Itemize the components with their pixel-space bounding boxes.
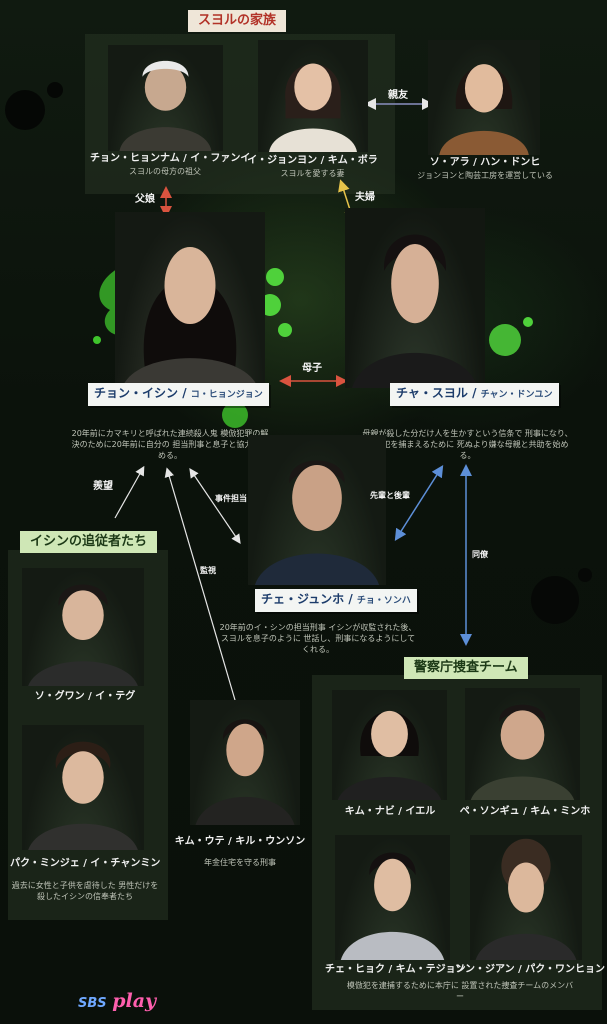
colleague-label: 同僚 (472, 550, 488, 559)
wife-name: イ・ジョンヨン / キム・ボラ (247, 155, 378, 166)
ishin-role-name: チョン・イシン (94, 386, 179, 400)
logo-sbs: SBS (78, 996, 107, 1011)
suyeol-role-name: チャ・スヨル (396, 386, 468, 400)
envy-label: 羨望 (93, 481, 113, 492)
ishin-nameplate: チョン・イシン / コ・ヒョンジョン (88, 383, 269, 406)
father-daughter-label: 父娘 (135, 194, 155, 205)
senior-junior-label: 先輩と後輩 (370, 491, 410, 500)
junho-role-name: チェ・ジュンホ (261, 592, 345, 606)
police-desc: 模倣犯を逮捕するために本庁に 設置された捜査チームのメンバー (346, 981, 574, 1001)
follower2-photo (22, 725, 144, 850)
ishin-photo (115, 212, 265, 387)
hyuk-photo (335, 835, 450, 960)
married-label: 夫婦 (355, 192, 375, 203)
mother-son-label: 母子 (302, 363, 322, 374)
sungyu-name: ペ・ソンギュ / キム・ミンホ (459, 806, 591, 817)
in-charge-label: 事件担当 (215, 494, 247, 503)
sungyu-photo (465, 688, 580, 800)
ishin-actor-name: コ・ヒョンジョン (190, 390, 263, 400)
junho-photo (248, 435, 386, 585)
follower2-desc: 過去に女性と子供を虐待した 男性だけを殺したイシンの信奉者たち (11, 881, 159, 901)
followers-section-label: イシンの追従者たち (20, 531, 158, 553)
ishin-desc: 20年前にカマキリと呼ばれた連続殺人鬼 模倣犯罪の解決のために20年前に自分の … (71, 429, 269, 460)
suyeol-photo (345, 208, 485, 388)
grandfather-name: チョン・ヒョンナム / イ・ファンイ (90, 153, 251, 164)
family-section-label: スヨルの家族 (188, 10, 287, 32)
logo-play: play (112, 990, 157, 1012)
black-splatter-left (5, 82, 63, 130)
friend-desc: ジョンヨンと陶芸工房を運営している (417, 171, 553, 180)
junho-desc: 20年前のイ・シンの担当刑事 イシンが収監された後、スヨルを息子のように 世話し… (219, 623, 417, 654)
sbs-play-logo: SBS play (78, 990, 156, 1015)
green-splatter-small (222, 402, 248, 428)
woote-name: キム・ウテ / キル・ウンソン (174, 836, 306, 847)
suyeol-desc: 母親が殺した分だけ人を生かすという信条で 刑事になり、模倣犯を捕まえるために 死… (362, 429, 573, 460)
follower1-photo (22, 568, 144, 686)
best-friend-label: 親友 (388, 90, 408, 101)
woote-desc: 年金住宅を守る刑事 (204, 858, 276, 867)
junho-actor-name: チョ・ソンハ (356, 596, 411, 606)
suyeol-nameplate: チャ・スヨル / チャン・ドンユン (390, 383, 559, 406)
wife-desc: スヨルを愛する妻 (280, 169, 345, 178)
surveillance-label: 監視 (200, 566, 216, 575)
friend-name: ソ・アラ / ハン・ドンヒ (429, 157, 541, 168)
follower1-name: ソ・グワン / イ・テグ (34, 691, 136, 702)
follower2-name: パク・ミンジェ / イ・チャンミン (10, 858, 161, 869)
grandfather-desc: スヨルの母方の祖父 (129, 167, 201, 176)
nabi-photo (332, 690, 447, 800)
jian-photo (470, 835, 582, 960)
grandfather-photo (108, 45, 223, 151)
friend-photo (428, 40, 540, 155)
jian-name: ソン・ジアン / パク・ワンヒョン (455, 964, 606, 975)
wife-photo (258, 40, 368, 152)
nabi-name: キム・ナビ / イエル (344, 806, 436, 817)
suyeol-actor-name: チャン・ドンユン (480, 390, 553, 400)
police-section-label: 警察庁捜査チーム (404, 657, 528, 679)
black-splatter-right (531, 568, 592, 624)
junho-nameplate: チェ・ジュンホ / チョ・ソンハ (255, 589, 417, 612)
hyuk-name: チェ・ヒョク / キム・テジョン (325, 964, 466, 975)
woote-photo (190, 700, 300, 825)
